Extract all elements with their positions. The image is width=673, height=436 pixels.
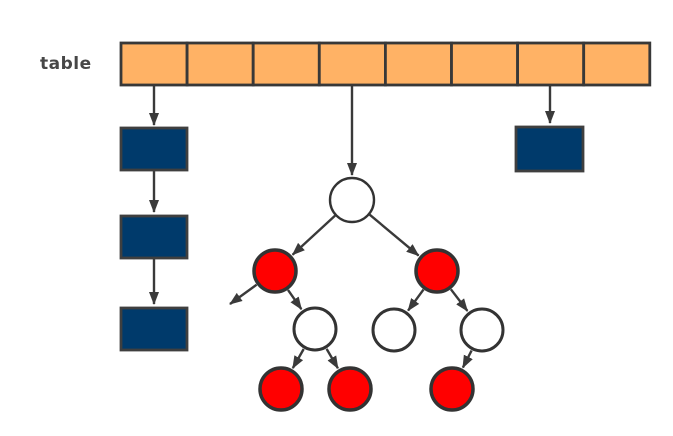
table-cell-6 xyxy=(450,41,519,87)
edge-root-to-red-right xyxy=(368,213,420,257)
array-layer xyxy=(119,41,652,87)
tree-empty-mid xyxy=(371,307,417,353)
table-cell-3 xyxy=(251,41,321,87)
tree-nodes-layer xyxy=(252,176,505,412)
edge-red-left-to-null xyxy=(229,283,258,305)
table-cell-1 xyxy=(119,41,189,87)
list-boxes-layer xyxy=(119,125,585,352)
tree-empty-right xyxy=(459,307,505,353)
edge-empty-left-to-red1 xyxy=(291,348,305,369)
chain-box-3 xyxy=(119,306,189,352)
tree-red-bottom-2 xyxy=(327,366,373,412)
tree-red-bottom-3 xyxy=(429,366,475,412)
table-cell-5 xyxy=(383,41,453,87)
edge-red-right-to-emptyR xyxy=(449,288,469,312)
edge-root-to-red-left xyxy=(291,214,336,256)
edge-red-right-to-emptyM xyxy=(407,288,425,312)
chain-box-right xyxy=(514,125,585,173)
tree-empty-left xyxy=(292,306,338,352)
table-cell-7 xyxy=(516,41,586,87)
tree-red-bottom-1 xyxy=(258,366,304,412)
tree-root-empty xyxy=(328,176,376,224)
chain-box-1 xyxy=(119,126,189,172)
edge-empty-right-to-red3 xyxy=(461,349,473,369)
table-cell-4 xyxy=(317,41,387,87)
edge-empty-left-to-red2 xyxy=(325,348,339,370)
edge-red-left-to-empty xyxy=(287,289,303,311)
tree-red-left xyxy=(252,248,298,294)
table-cell-2 xyxy=(185,41,255,87)
chain-box-2 xyxy=(119,214,189,260)
table-label: table xyxy=(40,54,92,74)
edges-layer xyxy=(149,85,555,370)
table-cell-8 xyxy=(582,41,652,87)
tree-red-right xyxy=(414,248,460,294)
